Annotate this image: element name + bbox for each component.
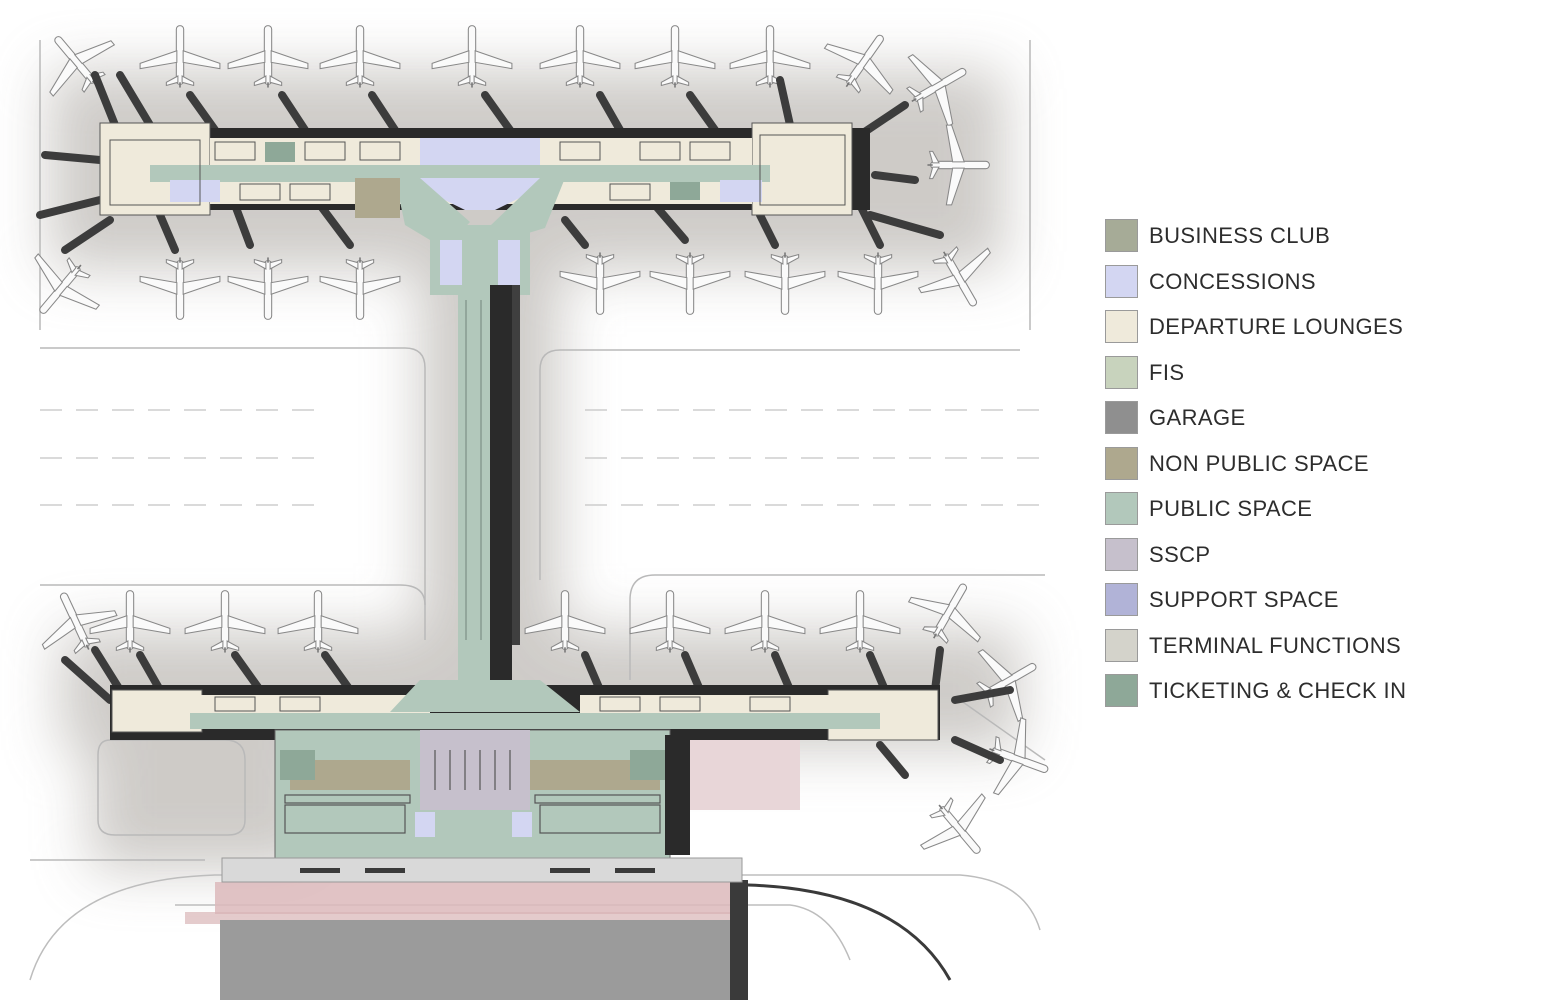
legend-label: BUSINESS CLUB xyxy=(1149,223,1331,248)
legend-label: DEPARTURE LOUNGES xyxy=(1149,314,1404,339)
legend-swatch xyxy=(1105,583,1138,616)
legend-label: TICKETING & CHECK IN xyxy=(1149,678,1407,703)
legend-swatch xyxy=(1105,219,1138,252)
legend-label: SUPPORT SPACE xyxy=(1149,587,1339,612)
legend-item: CONCESSIONS xyxy=(1105,264,1525,311)
legend-item: SSCP xyxy=(1105,537,1525,584)
legend-swatch xyxy=(1105,401,1138,434)
legend-item: NON PUBLIC SPACE xyxy=(1105,446,1525,493)
legend-label: PUBLIC SPACE xyxy=(1149,496,1313,521)
legend-swatch xyxy=(1105,628,1138,662)
landside-road xyxy=(29,740,1041,1000)
legend-swatch xyxy=(1105,355,1138,389)
legend-swatch xyxy=(1105,310,1138,343)
upper-concourse xyxy=(99,122,870,240)
legend-swatch xyxy=(1105,446,1138,480)
legend-swatch xyxy=(1105,674,1138,707)
space-type-legend: BUSINESS CLUB CONCESSIONS DEPARTURE LOUNGE… xyxy=(1105,219,1525,720)
apron-lines xyxy=(30,40,1046,861)
legend-swatch xyxy=(1105,537,1138,571)
legend-label: NON PUBLIC SPACE xyxy=(1149,450,1369,476)
legend-label: CONCESSIONS xyxy=(1149,268,1316,294)
central-spine xyxy=(430,225,530,685)
taxi-dashes xyxy=(40,409,1040,506)
legend-item: BUSINESS CLUB xyxy=(1105,219,1525,265)
legend-swatch xyxy=(1105,264,1138,298)
legend-item: TICKETING & CHECK IN xyxy=(1105,674,1525,720)
main-terminal xyxy=(221,729,743,883)
legend-label: FIS xyxy=(1149,359,1185,385)
legend-item: GARAGE xyxy=(1105,401,1525,447)
legend-label: GARAGE xyxy=(1149,405,1246,430)
legend-item: DEPARTURE LOUNGES xyxy=(1105,310,1525,356)
legend-item: TERMINAL FUNCTIONS xyxy=(1105,628,1525,675)
legend-item: FIS xyxy=(1105,355,1525,402)
legend-swatch xyxy=(1105,492,1138,525)
legend-item: SUPPORT SPACE xyxy=(1105,583,1525,629)
legend-label: SSCP xyxy=(1149,541,1211,567)
legend-item: PUBLIC SPACE xyxy=(1105,492,1525,538)
legend-label: TERMINAL FUNCTIONS xyxy=(1149,632,1402,658)
